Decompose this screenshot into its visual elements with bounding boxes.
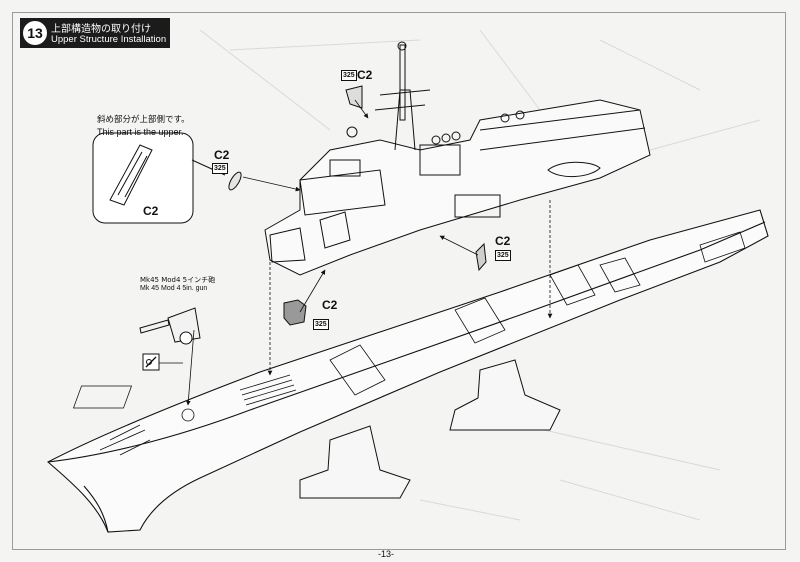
detail-note-jp: 斜め部分が上部側です。 — [97, 115, 190, 125]
sprue-number-center: 325 — [313, 319, 329, 330]
step-number: 13 — [23, 21, 47, 45]
part-c2-right — [475, 242, 487, 272]
page-number: -13- — [378, 549, 395, 559]
step-title-jp: 上部構造物の取り付け — [51, 24, 151, 35]
superstructure — [264, 41, 651, 276]
gun-label-en: Mk 45 Mod 4 5in. gun — [140, 285, 208, 292]
step-title-en: Upper Structure Installation — [51, 34, 167, 45]
part-code-detail: C2 — [143, 204, 159, 218]
sprue-number-left: 325 — [212, 163, 228, 174]
part-c2-left — [228, 171, 242, 191]
detail-note-en: This part is the upper. — [97, 127, 184, 137]
gun-part — [139, 307, 201, 345]
sprue-number-top: 325 — [341, 70, 357, 81]
part-code-center: C2 — [322, 298, 338, 312]
part-code-top: C2 — [357, 68, 373, 82]
deck-details — [72, 231, 746, 456]
hull — [47, 209, 769, 533]
part-c2-top — [345, 85, 363, 109]
background-bleed — [199, 29, 761, 521]
part-code-right: C2 — [495, 234, 511, 248]
no-glue-icon — [142, 353, 160, 371]
guide-lines — [159, 99, 553, 406]
page-frame — [12, 12, 786, 550]
sprue-number-right: 325 — [495, 250, 511, 261]
part-code-left: C2 — [214, 148, 230, 162]
part-c2-center — [283, 299, 307, 326]
detail-inset — [92, 132, 226, 224]
step-header: 13 上部構造物の取り付け Upper Structure Installati… — [20, 18, 170, 48]
gun-label-jp: Mk45 Mod4 5インチ砲 — [140, 276, 216, 284]
display-stand — [299, 359, 561, 499]
